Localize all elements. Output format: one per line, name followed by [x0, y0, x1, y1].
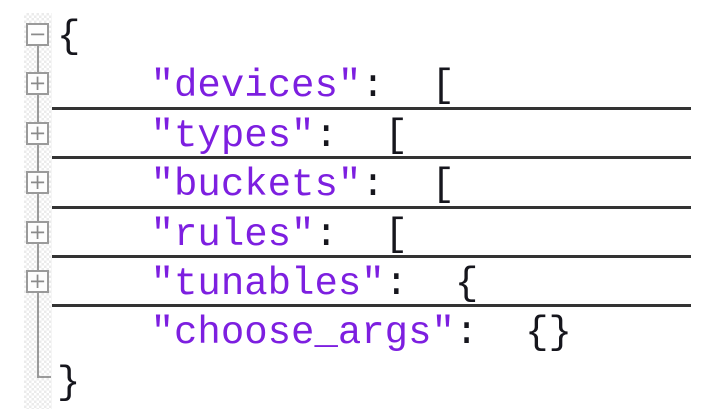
- colon-separator: :: [314, 212, 385, 257]
- indent: [57, 213, 151, 257]
- code-line-open-brace[interactable]: {: [52, 13, 691, 62]
- indent: [57, 64, 151, 108]
- fold-collapse-icon[interactable]: −: [26, 23, 49, 46]
- fold-expand-icon-rules[interactable]: +: [26, 221, 49, 244]
- open-bracket: [: [384, 212, 409, 257]
- open-brace: {: [57, 15, 81, 59]
- colon-separator: :: [314, 113, 385, 158]
- open-bracket: [: [384, 113, 409, 158]
- open-bracket: [: [431, 163, 455, 208]
- indent: [57, 114, 151, 158]
- code-line-close-brace[interactable]: }: [52, 359, 691, 408]
- code-line-buckets[interactable]: "buckets": [: [52, 161, 691, 210]
- open-brace: {: [454, 261, 479, 306]
- fold-expand-icon-tunables[interactable]: +: [26, 270, 49, 293]
- colon-separator: :: [454, 311, 526, 356]
- fold-guide-line: [37, 44, 39, 378]
- code-line-rules[interactable]: "rules": [: [52, 211, 691, 260]
- colon-separator: :: [361, 64, 432, 109]
- json-key-tunables: "tunables": [150, 261, 385, 306]
- indent: [57, 262, 151, 306]
- fold-expand-icon-devices[interactable]: +: [26, 72, 49, 95]
- code-line-types[interactable]: "types": [: [52, 112, 691, 161]
- close-brace: }: [57, 360, 81, 405]
- json-key-types: "types": [150, 113, 315, 158]
- indent: [57, 311, 151, 355]
- json-key-rules: "rules": [150, 212, 315, 257]
- fold-guide-elbow: [37, 368, 51, 378]
- empty-object-braces: {}: [525, 311, 572, 356]
- json-key-devices: "devices": [150, 64, 362, 109]
- code-line-choose-args[interactable]: "choose_args": {}: [52, 309, 691, 358]
- code-area: { "devices": [ "types": [ "buckets": [ "…: [52, 13, 691, 408]
- open-bracket: [: [431, 64, 455, 109]
- fold-expand-icon-buckets[interactable]: +: [26, 171, 49, 194]
- indent: [57, 163, 151, 207]
- code-line-devices[interactable]: "devices": [: [52, 62, 691, 111]
- code-line-tunables[interactable]: "tunables": {: [52, 260, 691, 309]
- fold-expand-icon-types[interactable]: +: [26, 122, 49, 145]
- json-key-buckets: "buckets": [150, 163, 362, 208]
- colon-separator: :: [361, 163, 432, 208]
- json-key-choose-args: "choose_args": [150, 311, 455, 356]
- colon-separator: :: [384, 261, 455, 306]
